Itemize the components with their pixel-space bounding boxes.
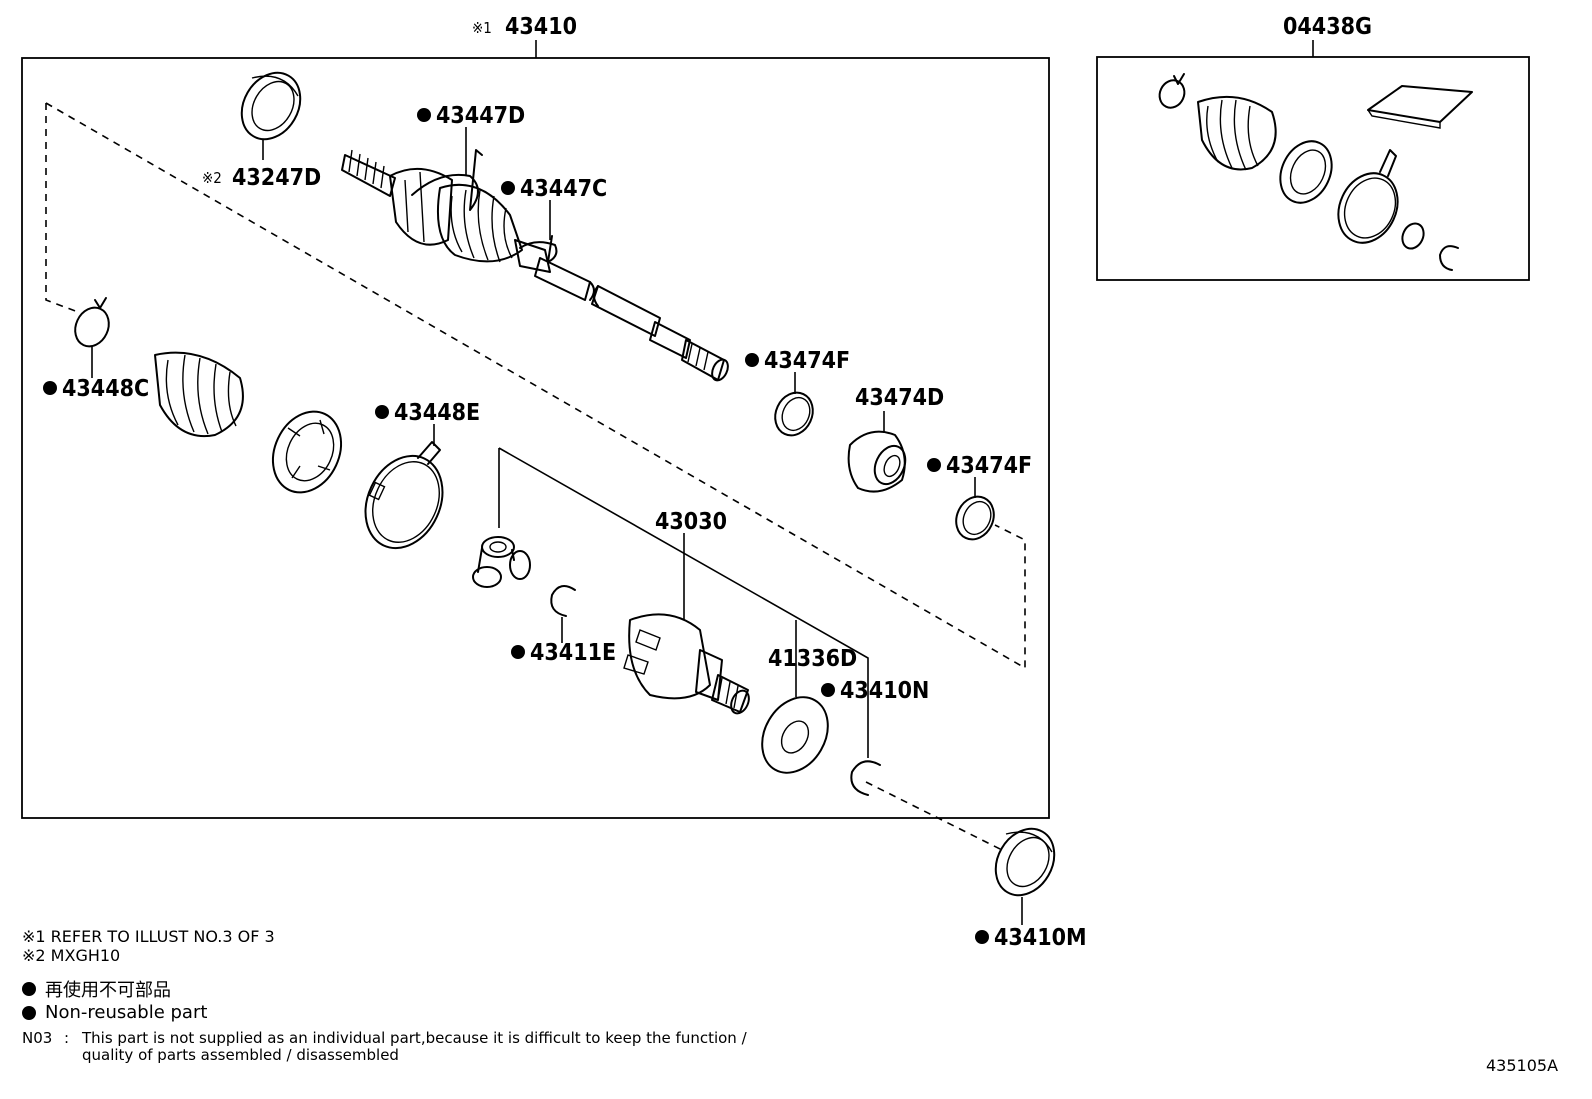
ring-43474f-lower-icon bbox=[955, 495, 995, 541]
inner-joint-housing-icon bbox=[623, 613, 750, 715]
snap-ring-43410n-icon bbox=[850, 760, 881, 796]
part-label-43447d[interactable]: 43447D bbox=[417, 103, 525, 129]
boot-kit-label[interactable]: 04438G bbox=[1283, 14, 1372, 40]
svg-text:43247D: 43247D bbox=[232, 165, 321, 191]
legend-en: Non-reusable part bbox=[22, 1002, 207, 1023]
part-label-43474d[interactable]: 43474D bbox=[855, 385, 944, 411]
main-assembly-box bbox=[21, 57, 1050, 819]
legend-en-text: Non-reusable part bbox=[45, 1002, 208, 1023]
part-label-43410n[interactable]: 43410N bbox=[821, 678, 929, 704]
clamp-43448c-icon bbox=[74, 297, 110, 348]
boot-kit-contents-icon bbox=[1158, 73, 1473, 271]
ring-43474f-upper-icon bbox=[774, 391, 814, 437]
dashed-seal-path bbox=[865, 781, 1003, 851]
part-label-43474f-upper[interactable]: 43474F bbox=[745, 348, 850, 374]
bullet-icon bbox=[22, 1005, 36, 1020]
note-ref-illust: ※1 REFER TO ILLUST NO.3 OF 3 bbox=[22, 927, 275, 946]
oil-seal-43410m-icon bbox=[994, 827, 1056, 897]
seal-43247d-icon bbox=[240, 71, 302, 141]
part-label-43247d[interactable]: ※2 43247D bbox=[202, 165, 321, 191]
legend-jp-text: 再使用不可部品 bbox=[45, 980, 171, 1001]
clamp-43447d-icon bbox=[411, 149, 483, 211]
clamp-43447c-icon bbox=[519, 235, 558, 263]
note-n03-code: N03 bbox=[22, 1029, 53, 1047]
note-n03-line2: quality of parts assembled / disassemble… bbox=[82, 1046, 399, 1064]
svg-text:43447C: 43447C bbox=[520, 176, 607, 202]
tripod-icon bbox=[472, 536, 531, 588]
note-model: ※2 MXGH10 bbox=[22, 946, 121, 965]
svg-text:43410N: 43410N bbox=[840, 678, 929, 704]
part-label-41336d[interactable]: 41336D bbox=[768, 646, 857, 672]
clamp-43448e-icon bbox=[364, 441, 444, 550]
main-assembly-label[interactable]: ※1 43410 bbox=[472, 14, 577, 40]
snap-ring-43411e-icon bbox=[550, 585, 576, 617]
svg-text:43448C: 43448C bbox=[62, 376, 149, 402]
note-n03-line1: This part is not supplied as an individu… bbox=[82, 1029, 747, 1047]
part-label-43030[interactable]: 43030 bbox=[655, 509, 727, 535]
boot-insert-icon bbox=[271, 410, 343, 494]
svg-text:43410M: 43410M bbox=[994, 925, 1087, 951]
inner-joint-line bbox=[498, 447, 869, 758]
svg-text:43410: 43410 bbox=[505, 14, 577, 40]
part-label-43410m[interactable]: 43410M bbox=[975, 925, 1087, 951]
part-label-43448e[interactable]: 43448E bbox=[375, 400, 480, 426]
svg-text:※2: ※2 bbox=[202, 169, 222, 187]
damper-43474d-icon bbox=[847, 430, 907, 493]
dashed-outer-path bbox=[45, 102, 1026, 670]
svg-text:43411E: 43411E bbox=[530, 640, 616, 666]
svg-text:43474F: 43474F bbox=[764, 348, 850, 374]
legend-jp: 再使用不可部品 bbox=[22, 976, 171, 1002]
part-label-43447c[interactable]: 43447C bbox=[501, 176, 607, 202]
drive-shaft-outer-icon bbox=[341, 149, 729, 382]
part-label-43448c[interactable]: 43448C bbox=[43, 376, 149, 402]
illustration-id: 435105A bbox=[1486, 1056, 1559, 1075]
inner-boot-icon bbox=[154, 351, 244, 438]
deflector-41336d-icon bbox=[761, 696, 829, 774]
svg-text:43447D: 43447D bbox=[436, 103, 525, 129]
svg-text:43474F: 43474F bbox=[946, 453, 1032, 479]
note-n03-separator: : bbox=[64, 1029, 70, 1047]
part-label-43411e[interactable]: 43411E bbox=[511, 640, 616, 666]
svg-text:※1: ※1 bbox=[472, 19, 492, 37]
bullet-icon bbox=[22, 982, 36, 996]
part-label-43474f-lower[interactable]: 43474F bbox=[927, 453, 1032, 479]
svg-text:43448E: 43448E bbox=[394, 400, 480, 426]
